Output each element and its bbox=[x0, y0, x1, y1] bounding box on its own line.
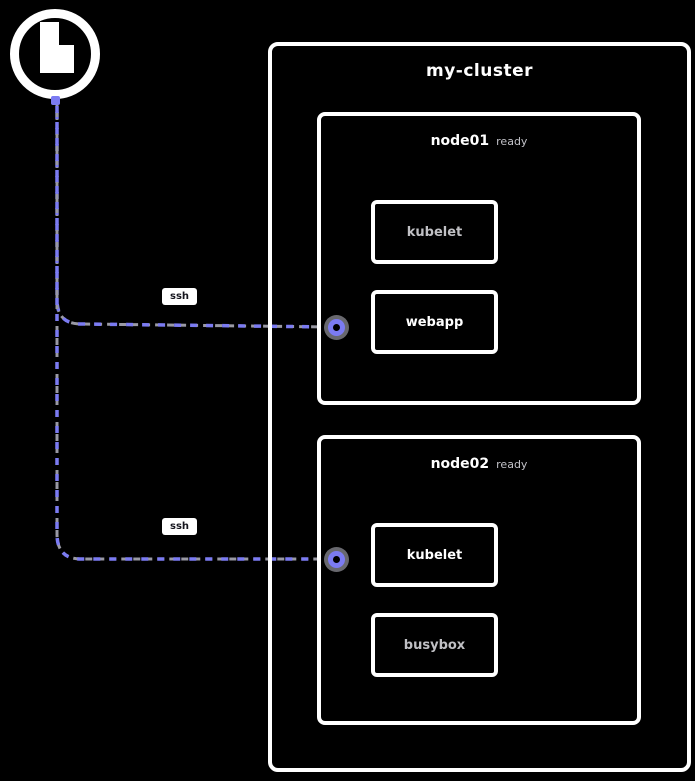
node-card-node01[interactable]: node01 ready kubelet webapp bbox=[317, 112, 641, 405]
node02-status-badge: ready bbox=[496, 458, 528, 471]
node-card-node02[interactable]: node02 ready kubelet busybox bbox=[317, 435, 641, 725]
cluster-title: my-cluster bbox=[425, 61, 534, 81]
node02-component-busybox[interactable]: busybox bbox=[371, 613, 498, 677]
node02-target-handle[interactable] bbox=[328, 551, 345, 568]
node01-title: node01 bbox=[430, 133, 490, 149]
node01-target-handle[interactable] bbox=[328, 319, 345, 336]
edge-client-node01[interactable] bbox=[55, 101, 333, 329]
edge-client-node02-animated bbox=[55, 101, 332, 561]
node02-title: node02 bbox=[430, 456, 490, 472]
client-source-handle[interactable] bbox=[51, 96, 60, 105]
cluster-group[interactable]: my-cluster node01 ready kubelet webapp n… bbox=[268, 42, 691, 772]
node02-component-kubelet[interactable]: kubelet bbox=[371, 523, 498, 587]
component-label: kubelet bbox=[406, 224, 463, 240]
node01-status-badge: ready bbox=[496, 135, 528, 148]
client-node[interactable] bbox=[10, 9, 100, 99]
edge-label-node02: ssh bbox=[162, 518, 198, 535]
node02-header: node02 ready bbox=[321, 456, 637, 472]
node01-component-webapp[interactable]: webapp bbox=[371, 290, 498, 354]
node01-header: node01 ready bbox=[321, 133, 637, 149]
node01-component-kubelet[interactable]: kubelet bbox=[371, 200, 498, 264]
component-label: webapp bbox=[405, 314, 464, 330]
component-label: busybox bbox=[403, 637, 466, 653]
laptop-icon bbox=[40, 22, 74, 73]
edge-label-node01: ssh bbox=[162, 288, 198, 305]
component-label: kubelet bbox=[406, 547, 463, 563]
edge-client-node01-animated bbox=[55, 101, 333, 329]
